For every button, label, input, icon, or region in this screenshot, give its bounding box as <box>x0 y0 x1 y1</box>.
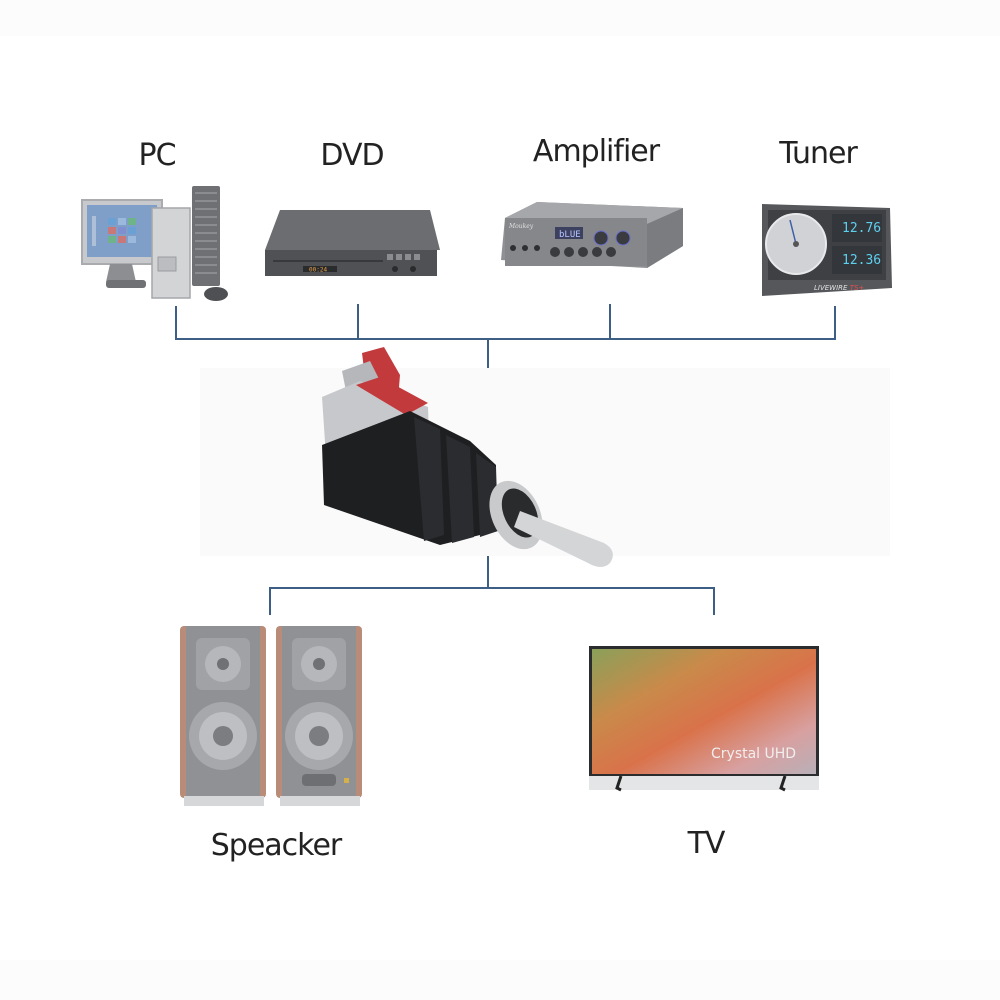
top-band <box>0 0 1000 36</box>
dvd-player-icon: 00:24 <box>265 208 440 280</box>
connector-line-tv <box>713 587 715 615</box>
connector-bus-bottom <box>269 587 715 589</box>
connector-line-dvd <box>357 304 359 340</box>
tuner-readout-top: 12.76 <box>842 221 881 236</box>
amplifier-icon: bLUE Moukey <box>497 200 687 272</box>
svg-text:Moukey: Moukey <box>508 223 534 230</box>
label-speaker: Speacker <box>210 828 343 863</box>
label-pc: PC <box>138 138 176 173</box>
svg-text:LIVEWIRE TS+: LIVEWIRE TS+ <box>814 284 864 292</box>
connector-line-to-product <box>487 340 489 370</box>
connector-line-pc <box>175 306 177 340</box>
label-dvd: DVD <box>320 138 384 173</box>
connector-line-amplifier <box>609 304 611 340</box>
tuner-readout-bottom: 12.36 <box>842 253 881 268</box>
label-amplifier: Amplifier <box>532 134 660 169</box>
tuner-icon: 12.76 12.36 LIVEWIRE TS+ <box>756 200 894 298</box>
dvd-display: 00:24 <box>309 267 327 274</box>
connector-line-from-product <box>487 556 489 588</box>
tv-icon: Crystal UHD <box>585 640 821 800</box>
desktop-computer-icon <box>80 182 240 304</box>
connector-line-speaker <box>269 587 271 615</box>
tv-screen-text: Crystal UHD <box>711 746 796 762</box>
connector-bus-top <box>175 338 836 340</box>
rca-adapter-icon <box>320 345 630 575</box>
amplifier-display: bLUE <box>559 230 581 240</box>
label-tv: TV <box>687 826 726 861</box>
connector-line-tuner <box>834 306 836 340</box>
speakers-icon <box>178 624 362 810</box>
label-tuner: Tuner <box>779 136 858 171</box>
bottom-band <box>0 960 1000 1000</box>
